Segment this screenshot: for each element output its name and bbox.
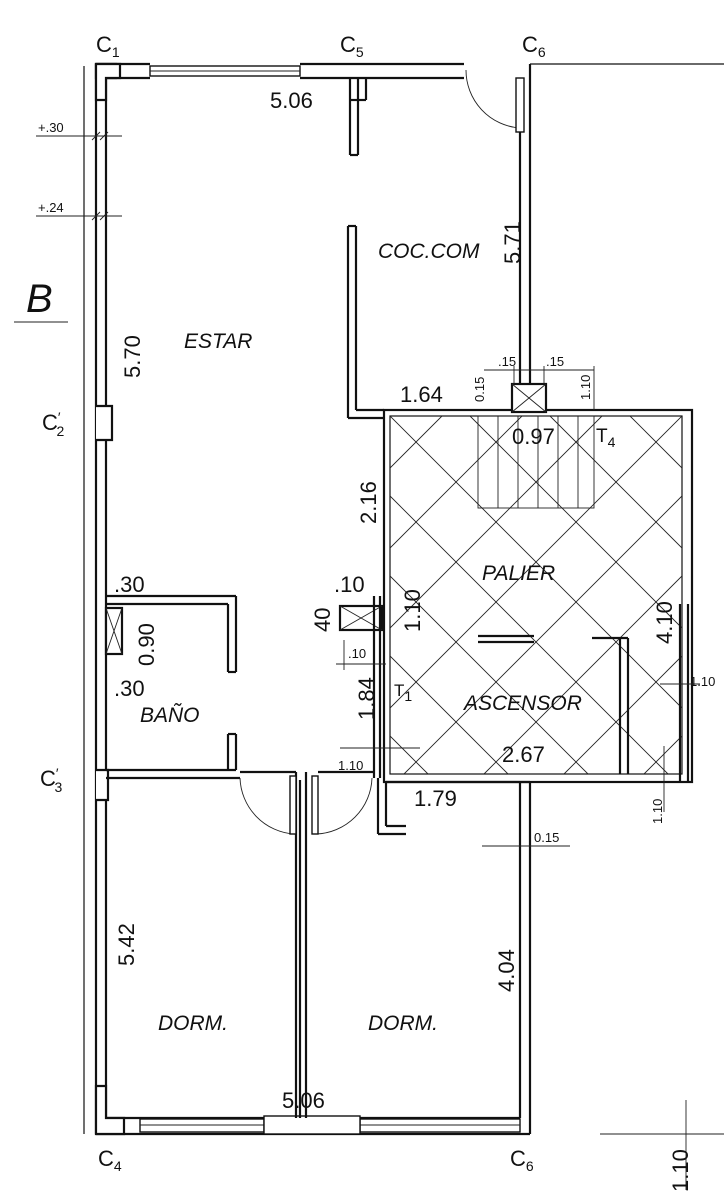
dim-top-width: 5.06	[270, 88, 313, 113]
dim-015: 0.15	[472, 377, 487, 402]
dim-40: 40	[310, 608, 335, 632]
dim-110-right: 1.10	[690, 674, 715, 689]
room-estar: ESTAR	[184, 330, 252, 353]
kitchen-partition	[346, 224, 384, 420]
dim-404: 4.04	[494, 949, 519, 992]
column-c6-bottom: C6	[510, 1146, 534, 1174]
dim-410: 4.10	[652, 601, 677, 644]
dim-542: 5.42	[114, 923, 139, 966]
dim-bottom-width: 5.06	[282, 1088, 325, 1113]
dim-090: 0.90	[134, 623, 159, 666]
dim-179: 1.79	[414, 786, 457, 811]
dimension-lines	[14, 131, 724, 1190]
tag-t1: T1	[394, 681, 412, 704]
dim-110-top: 1.10	[578, 375, 593, 400]
room-dorm-right: DORM.	[368, 1012, 438, 1035]
dim-wall-24: +.24	[38, 200, 64, 215]
column-c6-top: C6	[522, 32, 546, 60]
dorm-partition	[239, 770, 530, 1118]
column-c4: C4	[98, 1146, 122, 1174]
dim-110-corner: 1.10	[668, 1149, 693, 1192]
room-palier: PALIER	[482, 562, 555, 585]
dim-110-rightlow: 1.10	[650, 799, 665, 824]
dim-015-b: 0.15	[534, 830, 559, 845]
dim-15a: .15	[498, 354, 516, 369]
dim-15b: .15	[546, 354, 564, 369]
column-c1: C1	[96, 32, 120, 60]
dim-097: 0.97	[512, 424, 555, 449]
outer-walls	[83, 62, 724, 1136]
dim-10b: .10	[348, 646, 366, 661]
tag-t4: T4	[596, 426, 616, 450]
entry-door	[465, 69, 525, 133]
dim-estar-height: 5.70	[120, 335, 145, 378]
column-c2: C′2	[42, 409, 65, 439]
palier-block	[338, 382, 694, 784]
room-cocina: COC.COM	[378, 240, 480, 263]
room-bano: BAÑO	[140, 703, 200, 727]
c5-stub	[348, 78, 368, 157]
dim-216: 2.16	[356, 481, 381, 524]
window-bottom	[139, 1115, 521, 1135]
dim-110-low: 1.10	[338, 758, 363, 773]
column-c5: C5	[340, 32, 364, 60]
dim-wall-30: +.30	[38, 120, 64, 135]
dim-cocina-height: 5.71	[500, 221, 525, 264]
window-top	[94, 62, 301, 80]
room-dorm-left: DORM.	[158, 1012, 228, 1035]
dim-267: 2.67	[502, 742, 545, 767]
dim-184: 1.84	[354, 677, 379, 720]
column-c3: C′3	[40, 765, 63, 795]
dim-10a: .10	[334, 572, 365, 597]
room-ascensor: ASCENSOR	[462, 692, 582, 715]
dim-30b: .30	[114, 676, 145, 701]
dim-164: 1.64	[400, 382, 443, 407]
column-blocks	[94, 62, 126, 1136]
section-mark: B	[26, 277, 53, 321]
bathroom-walls	[104, 594, 240, 780]
dim-110-mid: 1.10	[400, 589, 425, 632]
dim-30a: .30	[114, 572, 145, 597]
